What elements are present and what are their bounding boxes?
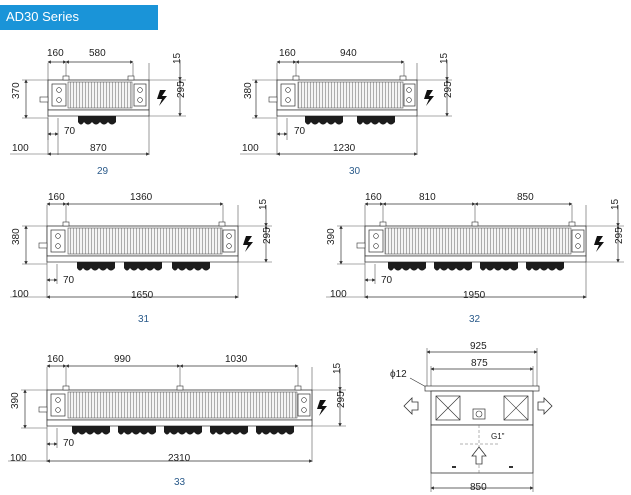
unit-32-dim-right: 295 bbox=[614, 227, 625, 244]
unit-29-dim-left: 160 bbox=[47, 48, 64, 59]
unit-31-dim-pipe: 70 bbox=[63, 275, 75, 286]
unit-30-dim-right: 295 bbox=[443, 81, 454, 98]
unit-33-dim-bottom: 100 bbox=[10, 453, 27, 464]
power-icon bbox=[317, 400, 327, 416]
unit-29-dim-top: 15 bbox=[172, 52, 183, 64]
airflow-down-arrow-icon bbox=[471, 446, 487, 465]
unit-33-dim-top: 15 bbox=[332, 362, 343, 374]
unit-32-drawing: 160 810 850 390 15 295 70 100 bbox=[326, 192, 625, 325]
unit-30-dim-height: 380 bbox=[243, 82, 254, 99]
unit-31-caption: 31 bbox=[138, 314, 150, 325]
unit-32-caption: 32 bbox=[469, 314, 481, 325]
unit-31-dim-length: 1650 bbox=[131, 290, 154, 301]
unit-29-dim-length: 870 bbox=[90, 143, 107, 154]
unit-30-drawing: 160 940 380 15 295 70 100 1230 30 bbox=[240, 48, 454, 177]
unit-30-dim-length: 1230 bbox=[333, 143, 356, 154]
unit-29-caption: 29 bbox=[97, 166, 109, 177]
unit-29-dim-right: 295 bbox=[176, 81, 187, 98]
unit-30-dim-left: 160 bbox=[279, 48, 296, 59]
unit-29-dim-height: 370 bbox=[11, 82, 22, 99]
unit-33-drawing: 160 990 1030 390 15 295 70 bbox=[8, 354, 347, 488]
unit-32-dim-pitch-2: 850 bbox=[517, 192, 534, 203]
unit-30-dim-pitch-1: 940 bbox=[340, 48, 357, 59]
unit-33-dim-height: 390 bbox=[10, 392, 21, 409]
side-view-dim-inner: 875 bbox=[471, 358, 488, 369]
unit-29-dim-bottom: 100 bbox=[12, 143, 29, 154]
unit-32-dim-length: 1950 bbox=[463, 290, 486, 301]
unit-32-dim-top: 15 bbox=[610, 198, 621, 210]
airflow-left-arrow-icon bbox=[403, 397, 419, 415]
unit-30-dim-pipe: 70 bbox=[294, 126, 306, 137]
unit-29-dim-pitch-1: 580 bbox=[89, 48, 106, 59]
series-title: AD30 Series bbox=[6, 9, 79, 24]
unit-33-dim-right: 295 bbox=[336, 391, 347, 408]
airflow-right-arrow-icon bbox=[537, 397, 553, 415]
unit-31-dim-top: 15 bbox=[258, 198, 269, 210]
unit-31-dim-left: 160 bbox=[48, 192, 65, 203]
unit-30-caption: 30 bbox=[349, 166, 361, 177]
unit-31-dim-pitch-1: 1360 bbox=[130, 192, 153, 203]
unit-30-dim-bottom: 100 bbox=[242, 143, 259, 154]
side-view-dim-base: 850 bbox=[470, 482, 487, 493]
unit-33-caption: 33 bbox=[174, 477, 186, 488]
power-icon bbox=[424, 90, 434, 106]
unit-31-drawing: 160 1360 380 15 295 70 100 1650 3 bbox=[10, 192, 273, 325]
unit-32-dim-pipe: 70 bbox=[381, 275, 393, 286]
unit-31-dim-height: 380 bbox=[11, 228, 22, 245]
unit-32-dim-height: 390 bbox=[326, 228, 337, 245]
power-icon bbox=[243, 236, 253, 252]
unit-33-dim-pipe: 70 bbox=[63, 438, 75, 449]
unit-33-dim-pitch-1: 990 bbox=[114, 354, 131, 365]
side-view-dim-outer: 925 bbox=[470, 341, 487, 352]
unit-32-dim-left: 160 bbox=[365, 192, 382, 203]
unit-31-dim-bottom: 100 bbox=[12, 289, 29, 300]
unit-30-dim-top: 15 bbox=[439, 52, 450, 64]
power-icon bbox=[157, 90, 167, 106]
unit-29-drawing: 160 580 370 15 295 70 100 bbox=[10, 48, 187, 177]
unit-32-dim-pitch-1: 810 bbox=[419, 192, 436, 203]
side-view-drawing: 925 875 ϕ12 G1" 850 bbox=[390, 341, 553, 493]
unit-29-dim-pipe: 70 bbox=[64, 126, 76, 137]
unit-33-dim-left: 160 bbox=[47, 354, 64, 365]
series-header: AD30 Series bbox=[0, 5, 158, 30]
side-view-hole-label: ϕ12 bbox=[390, 369, 407, 380]
side-view-drain-label: G1" bbox=[491, 432, 505, 441]
power-icon bbox=[594, 236, 604, 252]
unit-33-dim-length: 2310 bbox=[168, 453, 191, 464]
unit-32-dim-bottom: 100 bbox=[330, 289, 347, 300]
unit-31-dim-right: 295 bbox=[262, 227, 273, 244]
unit-33-dim-pitch-2: 1030 bbox=[225, 354, 248, 365]
